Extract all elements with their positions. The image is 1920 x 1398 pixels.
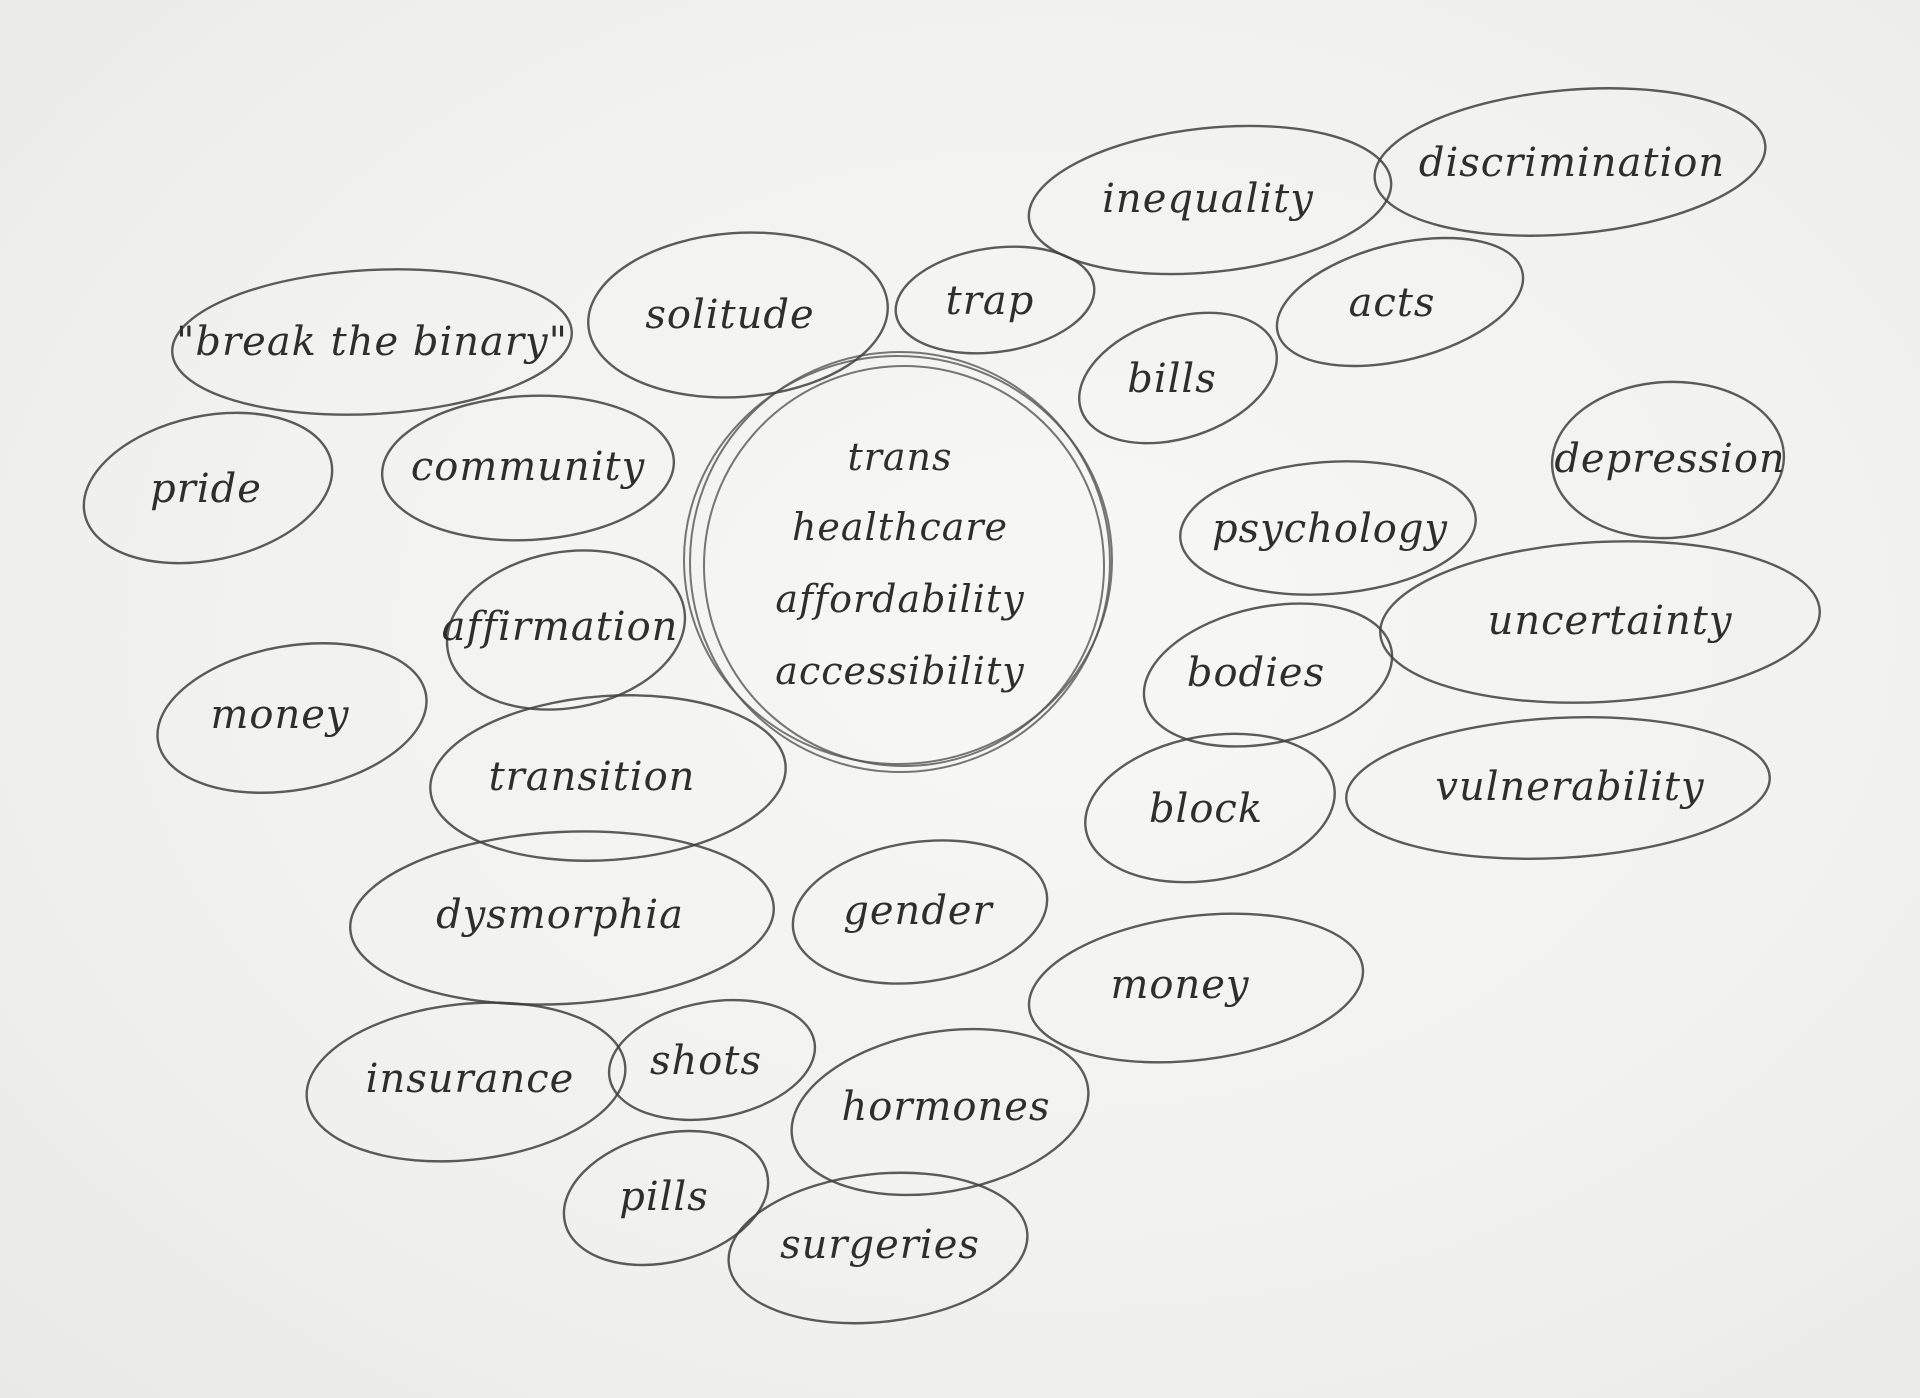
bubble-label: psychology	[1212, 506, 1448, 552]
bubble-vulnerability: vulnerability	[1345, 716, 1771, 860]
bubble-solitude: solitude	[587, 231, 889, 399]
bubble-discrimination: discrimination	[1373, 87, 1767, 237]
bubble-label: shots	[650, 1038, 762, 1084]
bubble-label: pills	[619, 1174, 709, 1220]
bubble-label: transition	[489, 754, 696, 800]
bubble-depression: depression	[1550, 380, 1786, 540]
bubble-label: inequality	[1102, 176, 1314, 222]
bubble-label: affirmation	[442, 604, 679, 650]
bubble-block: block	[1084, 732, 1336, 884]
bubble-label: money	[210, 692, 349, 738]
bubble-label: trap	[946, 278, 1035, 324]
bubble-acts: acts	[1275, 236, 1525, 368]
bubble-label: solitude	[645, 292, 814, 338]
bubble-affirmation: affirmation	[442, 549, 687, 711]
bubble-label: block	[1149, 786, 1263, 832]
bubble-pills: pills	[562, 1129, 770, 1267]
bubble-pride: pride	[82, 411, 334, 565]
bubble-inequality: inequality	[1027, 124, 1393, 276]
bubble-label: insurance	[366, 1056, 575, 1102]
bubble-label: acts	[1349, 280, 1436, 326]
bubble-label: surgeries	[780, 1222, 980, 1268]
bubble-money-left: money	[156, 642, 428, 794]
bubble-community: community	[380, 394, 676, 542]
hub-line-3: affordability	[775, 577, 1024, 621]
bubble-label: discrimination	[1419, 140, 1725, 186]
bubble-label: gender	[843, 888, 994, 934]
bubble-gender: gender	[791, 839, 1049, 985]
bubble-money-right: money	[1027, 912, 1365, 1064]
bubble-hormones: hormones	[790, 1027, 1090, 1197]
hub-node: trans healthcare affordability accessibi…	[683, 351, 1113, 773]
bubble-label: "break the binary"	[176, 319, 568, 365]
hub-line-1: trans	[847, 435, 952, 479]
bubble-transition: transition	[429, 694, 787, 862]
bubble-label: hormones	[842, 1084, 1051, 1130]
bubble-insurance: insurance	[305, 1001, 627, 1163]
bubble-uncertainty: uncertainty	[1379, 540, 1821, 704]
bubble-bodies: bodies	[1142, 602, 1394, 748]
bubble-psychology: psychology	[1179, 460, 1477, 596]
bubble-trap: trap	[894, 245, 1096, 355]
bubble-surgeries: surgeries	[727, 1171, 1029, 1325]
bubble-shots: shots	[607, 998, 817, 1122]
bubble-label: pride	[150, 466, 262, 512]
bubble-label: depression	[1554, 436, 1785, 482]
bubble-break-the-binary: "break the binary"	[171, 268, 573, 416]
hub-line-2: healthcare	[792, 505, 1008, 549]
bubble-label: community	[411, 444, 646, 490]
bubble-label: vulnerability	[1435, 764, 1705, 810]
bubble-dysmorphia: dysmorphia	[349, 830, 775, 1006]
hub-line-4: accessibility	[775, 649, 1024, 693]
bubble-label: uncertainty	[1488, 598, 1733, 644]
bubble-label: dysmorphia	[436, 892, 684, 938]
bubble-bills: bills	[1078, 311, 1278, 445]
bubble-label: bodies	[1187, 650, 1325, 696]
bubble-label: bills	[1127, 356, 1217, 402]
bubble-label: money	[1110, 962, 1249, 1008]
